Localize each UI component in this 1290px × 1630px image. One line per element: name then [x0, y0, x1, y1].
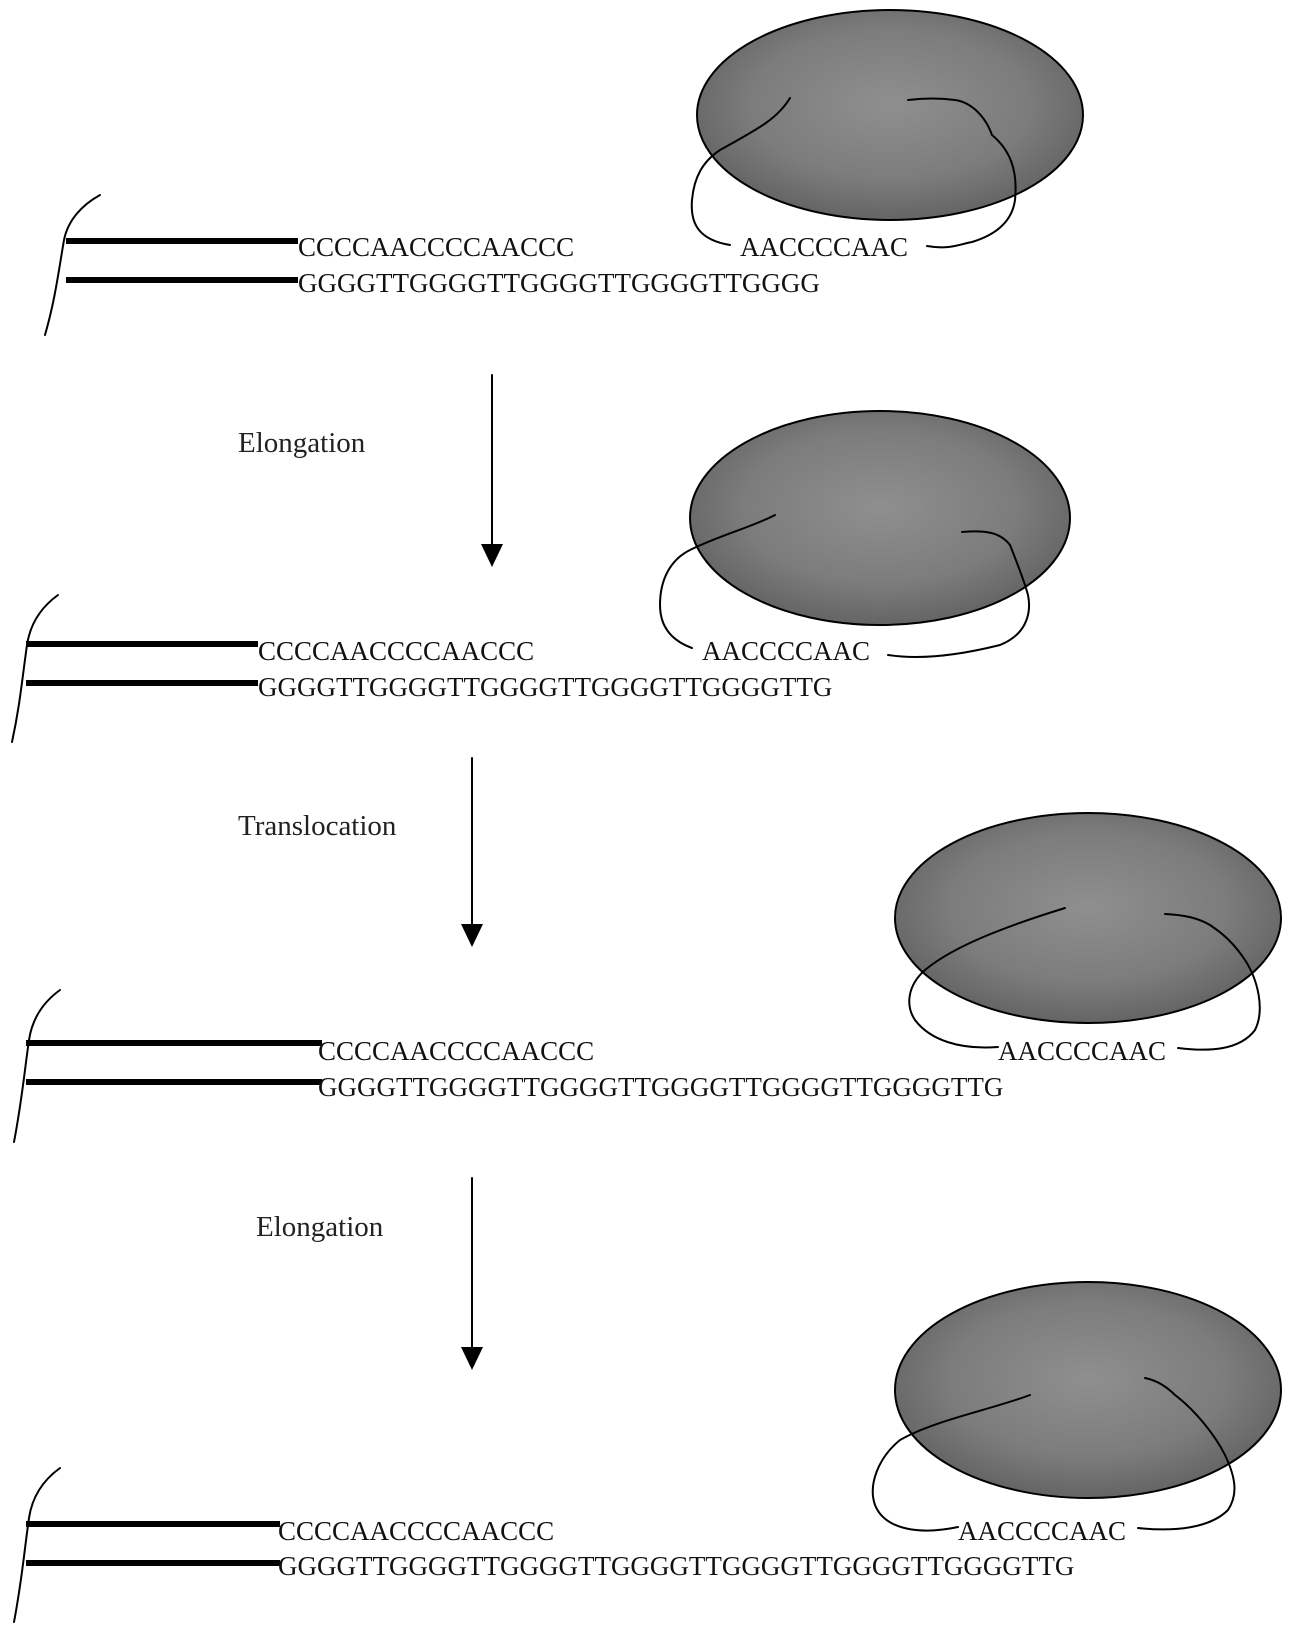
step-1: Elongation — [238, 375, 503, 567]
step-3: Elongation — [256, 1178, 483, 1370]
chromosome-end-bracket — [12, 595, 58, 742]
rna-template-sequence: AACCCCAAC — [702, 636, 870, 666]
top-strand-sequence: CCCCAACCCCAACCC — [298, 232, 574, 262]
bottom-strand-sequence: GGGGTTGGGGTTGGGGTTGGGGTTGGGGTTGGGGTTG — [318, 1072, 1003, 1102]
rna-template-sequence: AACCCCAAC — [958, 1516, 1126, 1546]
top-strand-sequence: CCCCAACCCCAACCC — [258, 636, 534, 666]
stage-2: CCCCAACCCCAACCC GGGGTTGGGGTTGGGGTTGGGGTT… — [12, 411, 1070, 742]
telomerase-enzyme — [895, 813, 1281, 1023]
top-strand-sequence: CCCCAACCCCAACCC — [318, 1036, 594, 1066]
telomerase-enzyme — [895, 1282, 1281, 1498]
bottom-strand-sequence: GGGGTTGGGGTTGGGGTTGGGGTTGGGG — [298, 268, 820, 298]
top-strand-sequence: CCCCAACCCCAACCC — [278, 1516, 554, 1546]
chromosome-end-bracket — [45, 195, 100, 335]
chromosome-end-bracket — [14, 1468, 60, 1622]
step-2: Translocation — [238, 758, 483, 947]
step-arrow-head — [481, 544, 503, 567]
rna-template-sequence: AACCCCAAC — [998, 1036, 1166, 1066]
step-label: Elongation — [256, 1211, 384, 1243]
step-arrow-head — [461, 924, 483, 947]
step-label: Elongation — [238, 427, 366, 459]
telomerase-enzyme — [690, 411, 1070, 625]
step-label: Translocation — [238, 810, 397, 842]
stage-4: CCCCAACCCCAACCC GGGGTTGGGGTTGGGGTTGGGGTT… — [14, 1282, 1281, 1622]
telomerase-enzyme — [697, 10, 1083, 220]
rna-template-sequence: AACCCCAAC — [740, 232, 908, 262]
bottom-strand-sequence: GGGGTTGGGGTTGGGGTTGGGGTTGGGGTTG — [258, 672, 832, 702]
stage-1: CCCCAACCCCAACCC GGGGTTGGGGTTGGGGTTGGGGTT… — [45, 10, 1083, 335]
stage-3: CCCCAACCCCAACCC GGGGTTGGGGTTGGGGTTGGGGTT… — [14, 813, 1281, 1142]
bottom-strand-sequence: GGGGTTGGGGTTGGGGTTGGGGTTGGGGTTGGGGTTGGGG… — [278, 1551, 1074, 1581]
step-arrow-head — [461, 1347, 483, 1370]
chromosome-end-bracket — [14, 990, 60, 1142]
